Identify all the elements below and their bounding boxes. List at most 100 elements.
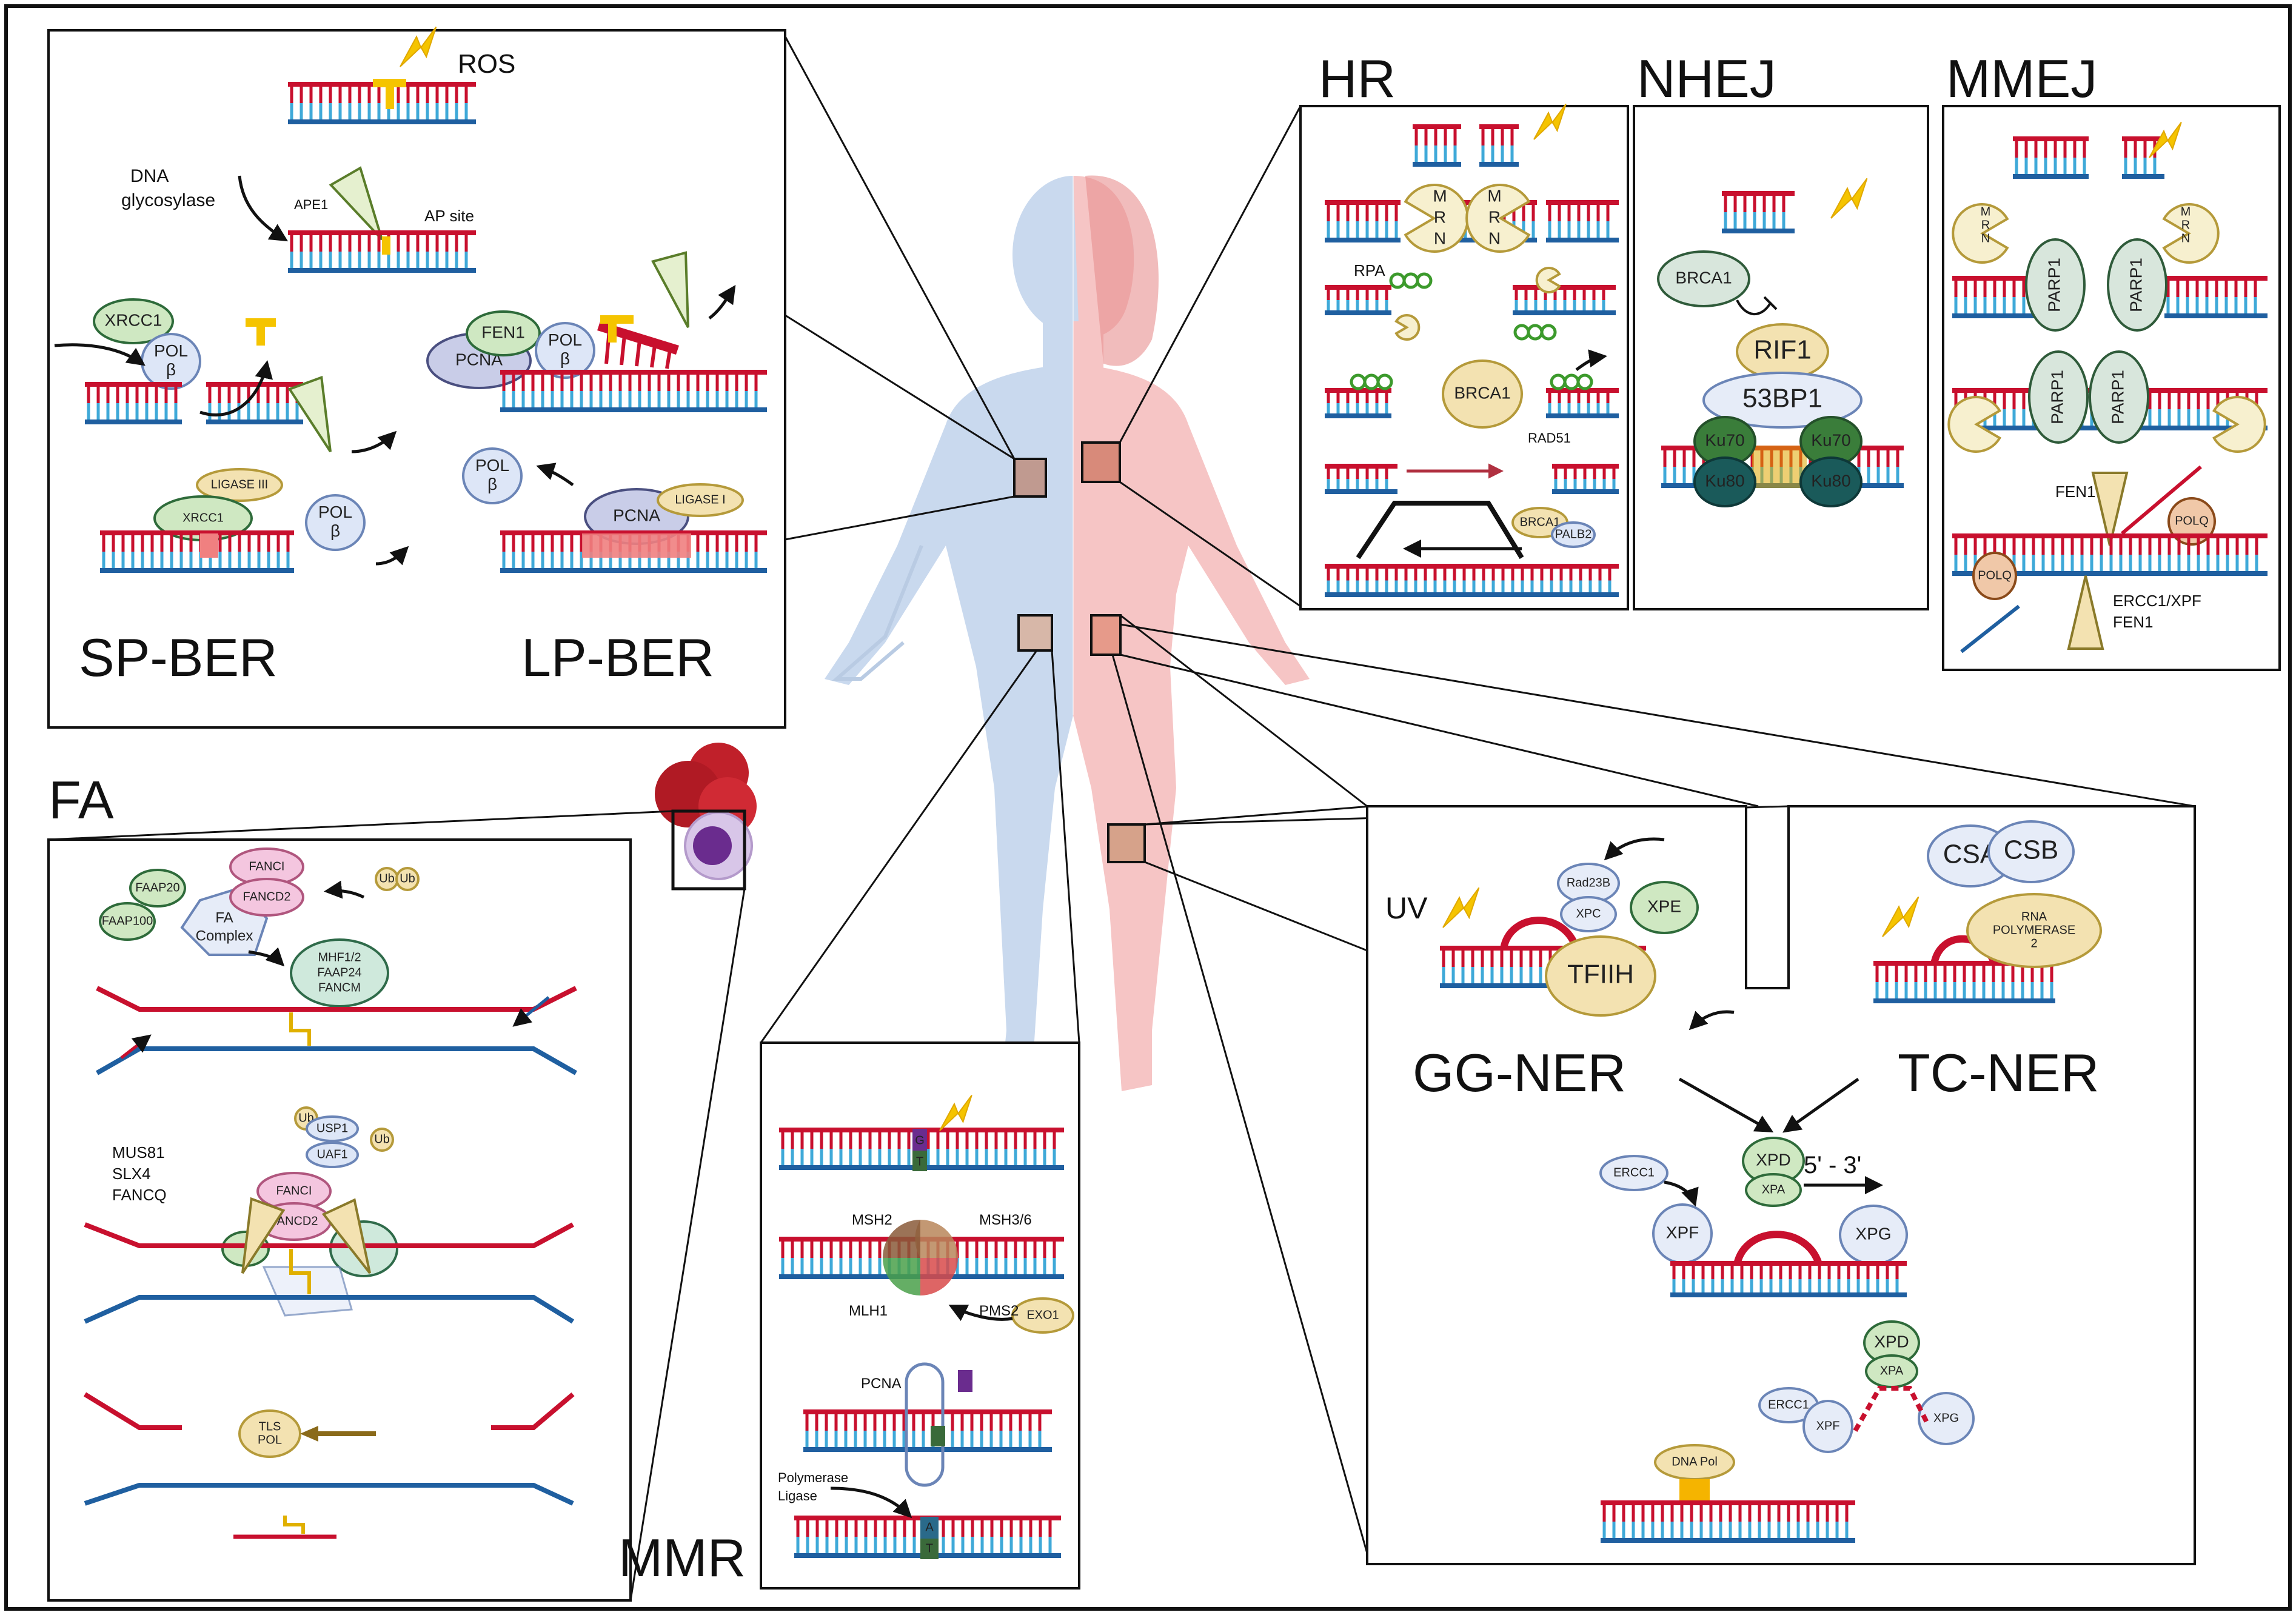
dna-strand (1325, 464, 1397, 494)
mrn-letter: M (2181, 205, 2191, 218)
dna-strand (803, 1409, 1052, 1452)
a-base: A (925, 1520, 934, 1534)
rna-pol-protein-label: RNA (2021, 910, 2047, 923)
polymerase-label-1: Polymerase (778, 1470, 848, 1485)
mrn-protein-mmej-2 (2162, 203, 2220, 264)
pol-beta-protein-label: β (166, 360, 176, 379)
ku80-protein-2-label: Ku80 (1811, 471, 1850, 490)
lightning-icon (1442, 887, 1480, 928)
pol-beta-protein-2-label: POL (318, 503, 352, 521)
dna-strand (1552, 464, 1619, 494)
mhf-label: FANCM (318, 981, 361, 994)
parp1-label: PARP1 (2047, 370, 2066, 424)
dna-strand (1546, 388, 1619, 418)
fen1-protein: FEN1 (466, 310, 541, 356)
parp1-protein-4: PARP1 (2089, 350, 2149, 444)
gg-ner-title: GG-NER (1413, 1043, 1626, 1103)
xpa-protein-label: XPA (1762, 1183, 1786, 1196)
t-base: T (916, 1155, 923, 1168)
xpd-protein-2: XPD (1863, 1320, 1920, 1365)
ku80-protein-1: Ku80 (1693, 456, 1756, 507)
glycosylase-label-1: DNA (130, 166, 169, 186)
pol-beta-protein-label: POL (154, 341, 188, 360)
ku80-protein-1-label: Ku80 (1705, 471, 1744, 490)
csb-protein-label: CSB (2004, 835, 2058, 865)
ercc-label-2: FEN1 (2113, 613, 2153, 631)
rna-pol-protein-label: 2 (2030, 937, 2037, 950)
mrn-small-1 (1394, 314, 1421, 341)
dna-strand (1325, 285, 1391, 315)
fa-complex-label: FA (215, 909, 233, 926)
human-figure (825, 175, 1310, 1097)
dna-strand (1325, 388, 1391, 418)
zoom-box-skin (1107, 823, 1146, 863)
fa-title: FA (49, 770, 114, 830)
faap20-protein-label: FAAP20 (135, 881, 179, 894)
fa-complex-label: Complex (196, 928, 253, 944)
usp1-protein-label: USP1 (316, 1122, 348, 1135)
dna-strand (1479, 124, 1519, 167)
rpa-icon (1540, 324, 1557, 341)
nhej-title: NHEJ (1637, 48, 1776, 109)
ku80-protein-2: Ku80 (1799, 456, 1863, 507)
dna-strand (1952, 533, 2268, 576)
fanci-protein-2-label: FANCI (276, 1184, 312, 1197)
rad23b-protein-label: Rad23B (1567, 876, 1610, 889)
tls-pol-protein-label: POL (258, 1433, 282, 1446)
fancd2-protein: FANCD2 (229, 878, 304, 917)
ligase3-protein-label: LIGASE III (211, 478, 268, 491)
palb2-protein: PALB2 (1551, 521, 1596, 548)
polq-protein-2-label: POLQ (1978, 569, 2012, 582)
arrow (948, 1305, 1013, 1322)
rpa-icon (1576, 373, 1593, 390)
fen1-label-mmej: FEN1 (2055, 483, 2095, 501)
parp1-protein-1: PARP1 (2025, 238, 2086, 332)
mmr-title: MMR (618, 1528, 746, 1588)
xpa-protein-2: XPA (1865, 1354, 1918, 1388)
outer-frame (4, 4, 2292, 1611)
xrcc1-protein-label: XRCC1 (105, 310, 162, 329)
polq-protein-1-label: POLQ (2175, 514, 2209, 527)
rad51-label: RAD51 (1528, 430, 1571, 446)
dna-strand (1873, 961, 2055, 1003)
mrn-protein-mmej-1 (1952, 203, 2009, 264)
polymerase-label-2: Ligase (778, 1488, 817, 1503)
parp1-label: PARP1 (2044, 258, 2063, 312)
nuclease-blade-icon (329, 166, 383, 241)
xrcc1-protein-2-label: XRCC1 (182, 511, 224, 524)
xpd-protein-label: XPD (1756, 1150, 1791, 1169)
dna-strand (1546, 200, 1619, 242)
xpe-protein: XPE (1630, 881, 1699, 934)
lightning-icon (1533, 104, 1567, 140)
nuclease-blade-icon (651, 251, 689, 328)
mus81-label-2: SLX4 (112, 1165, 151, 1183)
bp53-protein: 53BP1 (1702, 372, 1863, 429)
ercc-label-1: ERCC1/XPF (2113, 592, 2201, 610)
fancd2-protein-label: FANCD2 (243, 890, 291, 903)
rna-pol-protein-label: POLYMERASE (1993, 923, 2075, 937)
mrn-letter: N (1981, 232, 1990, 245)
dna-strand (1325, 200, 1401, 242)
direction-label: 5' - 3' (1804, 1152, 1861, 1178)
fancd2-protein-2-label: FANCD2 (270, 1214, 318, 1228)
arrow (536, 463, 574, 487)
ub-2-label: Ub (400, 872, 415, 885)
exo1-protein-label: EXO1 (1026, 1308, 1059, 1322)
ligase1-protein: LIGASE I (657, 483, 744, 517)
zoom-box-fa (671, 809, 746, 891)
ercc1-protein-2-label: ERCC1 (1768, 1398, 1809, 1411)
nuclease-blade-icon (241, 1197, 286, 1274)
pcna-label-mmr: PCNA (861, 1376, 902, 1392)
polq-protein-1: POLQ (2167, 497, 2216, 546)
rif1-protein: RIF1 (1736, 323, 1829, 380)
lightning-icon (1830, 178, 1868, 219)
blood-cells-icon (655, 743, 757, 880)
usp1-protein: USP1 (306, 1115, 359, 1142)
